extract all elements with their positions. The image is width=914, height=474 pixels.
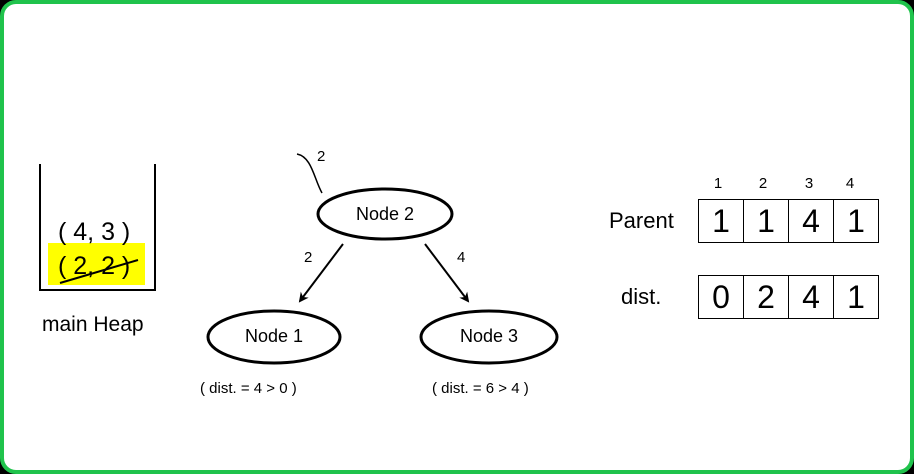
strikethrough-line [59, 259, 139, 284]
incoming-edge [296, 153, 323, 194]
dist-cell: 2 [743, 275, 789, 319]
heap-highlight [48, 243, 145, 285]
heap-entry-removed: ( 2, 2 ) [58, 252, 131, 280]
node-1-label: Node 1 [244, 326, 304, 346]
incoming-edge-weight: 2 [317, 148, 326, 165]
parent-table: 1 1 4 1 [698, 199, 879, 243]
node-2-shape [316, 187, 454, 241]
node-3-label: Node 3 [459, 326, 519, 346]
heap-container [39, 164, 156, 291]
edge-weight-node1: 2 [304, 249, 313, 266]
parent-cell: 1 [743, 199, 789, 243]
index-3: 3 [804, 175, 814, 192]
dist-label: dist. [621, 284, 662, 309]
diagram-lines [39, 153, 559, 365]
heap-label: main Heap [42, 313, 144, 336]
edge-weight-node3: 4 [457, 249, 466, 266]
index-4: 4 [845, 175, 855, 192]
parent-cell: 1 [833, 199, 879, 243]
edge-node2-node3 [424, 243, 470, 303]
dist-cell: 0 [698, 275, 744, 319]
parent-label: Parent [609, 208, 674, 233]
index-2: 2 [758, 175, 768, 192]
parent-cell: 1 [698, 199, 744, 243]
node-1-note: ( dist. = 4 > 0 ) [200, 380, 297, 397]
index-1: 1 [713, 175, 723, 192]
parent-cell: 4 [788, 199, 834, 243]
edge-node2-node1 [298, 243, 344, 303]
node-3-shape [419, 309, 559, 365]
node-1-shape [206, 309, 342, 365]
dist-cell: 1 [833, 275, 879, 319]
dist-cell: 4 [788, 275, 834, 319]
heap-entry-active: ( 4, 3 ) [58, 218, 131, 246]
node-2-label: Node 2 [355, 204, 415, 224]
node-3-note: ( dist. = 6 > 4 ) [432, 380, 529, 397]
dist-table: 0 2 4 1 [698, 275, 879, 319]
